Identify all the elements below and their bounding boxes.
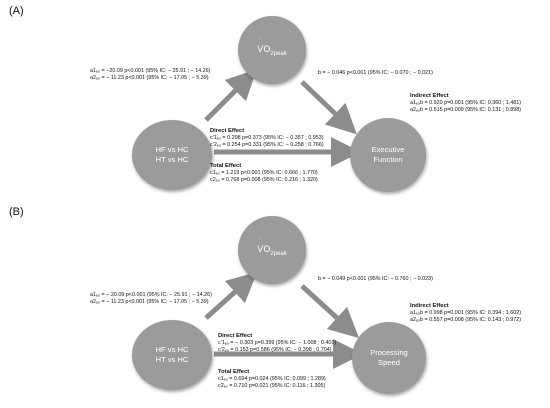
outcome-line: Speed — [378, 358, 400, 367]
arrow-b-path-panel-a — [300, 80, 357, 135]
outcome-line: Processing — [370, 347, 408, 357]
predictor-line: HF vs HC — [155, 344, 189, 354]
outcome-node: Processing Speed — [352, 322, 426, 394]
direct-effect-block: Direct Effect c’1ₑₒ = − 0.303 p=0.399 (9… — [218, 333, 337, 354]
outcome-node: Executive Function — [350, 118, 426, 192]
outcome-line: Executive — [371, 144, 405, 154]
mediator-label: ˙VO2peak — [257, 36, 287, 57]
mediator-node: ˙VO2peak — [238, 16, 306, 84]
a-path-coefficients: a1ₑₒ = −20.09 p<0.001 (95% IC: − 25.91 ;… — [90, 68, 211, 81]
indirect-effect-block: Indirect Effect a1ₑₒb = 0.920 p=0.001 (9… — [410, 93, 522, 114]
a-path-coefficients: a1ₑₒ = − 20.09 p<0.001 (95% IC: − 25.91 … — [90, 292, 212, 305]
arrow-a-path-panel-a — [204, 69, 257, 122]
predictor-line: HT vs HC — [155, 155, 189, 164]
total-effect-block: Total Effect c1ₑₒ = 1.219 p<0.001 (95% I… — [210, 163, 318, 184]
predictor-line: HT vs HC — [155, 355, 189, 364]
mediator-label: ˙VO2peak — [257, 236, 287, 257]
mediator-node: ˙VO2peak — [238, 216, 306, 284]
direct-effect-block: Direct Effect c’1ₑₒ = 0.298 p=0.373 (95%… — [210, 128, 324, 149]
outcome-line: Function — [373, 155, 403, 164]
panel-label: (A) — [9, 5, 24, 17]
predictor-line: HF vs HC — [155, 144, 189, 154]
predictor-node: HF vs HC HT vs HC — [132, 320, 212, 390]
predictor-node: HF vs HC HT vs HC — [132, 120, 212, 190]
indirect-effect-block: Indirect Effect a1ₑₒb = 0.998 p=0.001 (9… — [410, 303, 522, 324]
b-path-coefficient: b = − 0.049 p<0.001 (95% IC: − 0.760 ; −… — [318, 276, 433, 282]
arrow-b-path-panel-b — [300, 284, 360, 339]
total-effect-block: Total Effect c1ₑₒ = 0.694 p=0.024 (95% I… — [218, 369, 326, 390]
b-path-coefficient: b = − 0.046 p<0.001 (95% IC: − 0.070 ; −… — [318, 70, 433, 76]
arrow-a-path-panel-b — [204, 271, 258, 320]
panel-label: (B) — [9, 206, 24, 218]
